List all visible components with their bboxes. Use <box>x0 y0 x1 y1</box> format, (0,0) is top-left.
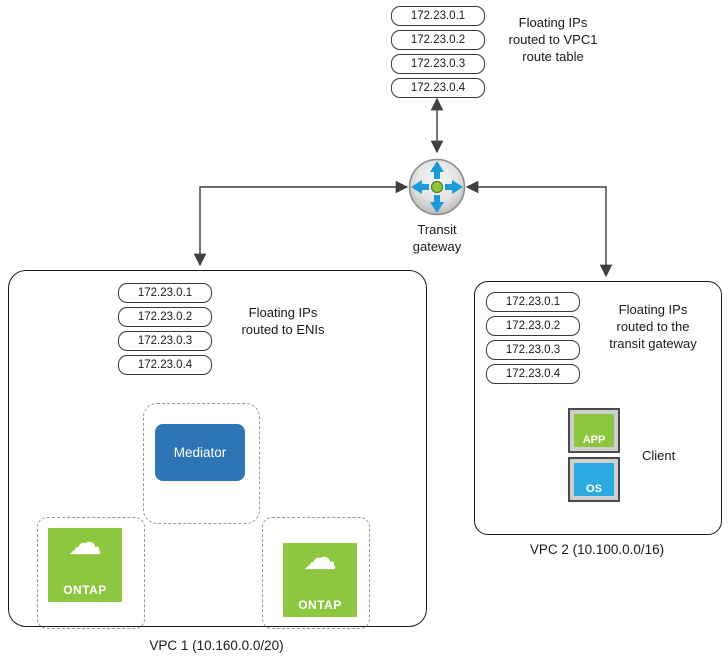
gateway-arrow-down <box>430 195 444 213</box>
os-badge: OS <box>574 463 614 496</box>
caption-vpc2-floating-ips: Floating IPs routed to the transit gatew… <box>609 302 697 352</box>
ip-pill: 172.23.0.4 <box>391 78 485 98</box>
floating-ip-list-vpc1: 172.23.0.1 172.23.0.2 172.23.0.3 172.23.… <box>118 283 212 375</box>
ip-pill: 172.23.0.3 <box>486 340 580 360</box>
floating-ip-list-vpc2: 172.23.0.1 172.23.0.2 172.23.0.3 172.23.… <box>486 292 580 384</box>
gateway-arrow-left <box>411 180 429 194</box>
gateway-arrow-right <box>445 180 463 194</box>
client-app-icon: APP <box>568 408 620 453</box>
connector-gateway-to-vpc1 <box>193 180 409 267</box>
ontap-label: ONTAP <box>298 598 342 612</box>
ontap-right-node: ☁ ONTAP <box>283 539 357 617</box>
caption-top-floating-ips: Floating IPs routed to VPC1 route table <box>508 15 598 65</box>
cloud-icon: ☁ <box>303 539 337 577</box>
gateway-crossed-arrows <box>411 161 463 213</box>
ip-pill: 172.23.0.4 <box>486 364 580 384</box>
caption-vpc1-floating-ips: Floating IPs routed to ENIs <box>241 305 325 338</box>
client-label: Client <box>642 448 676 463</box>
ontap-left-dashed-boundary <box>37 517 145 629</box>
cloud-icon: ☁ <box>68 524 102 562</box>
vpc1-title: VPC 1 (10.160.0.0/20) <box>149 638 284 653</box>
mediator-dashed-boundary <box>143 403 260 524</box>
ontap-left-node: ☁ ONTAP <box>48 524 122 602</box>
ip-pill: 172.23.0.2 <box>486 316 580 336</box>
ip-pill: 172.23.0.3 <box>118 331 212 351</box>
transit-gateway-label: Transit gateway <box>412 222 462 255</box>
client-os-icon: OS <box>568 457 620 502</box>
ip-pill: 172.23.0.2 <box>391 30 485 50</box>
gateway-arrow-up <box>430 161 444 179</box>
ip-pill: 172.23.0.3 <box>391 54 485 74</box>
ip-pill: 172.23.0.2 <box>118 307 212 327</box>
ip-pill: 172.23.0.1 <box>486 292 580 312</box>
mediator-node: Mediator <box>155 424 245 481</box>
ip-pill: 172.23.0.1 <box>118 283 212 303</box>
app-badge: APP <box>574 414 614 447</box>
ip-pill: 172.23.0.4 <box>118 355 212 375</box>
transit-gateway-icon <box>408 158 466 216</box>
ip-pill: 172.23.0.1 <box>391 6 485 26</box>
gateway-center-dot <box>430 180 444 194</box>
vpc2-title: VPC 2 (10.100.0.0/16) <box>529 542 665 557</box>
ontap-label: ONTAP <box>63 583 107 597</box>
ontap-right-dashed-boundary <box>262 517 370 629</box>
floating-ip-list-top: 172.23.0.1 172.23.0.2 172.23.0.3 172.23.… <box>391 6 485 98</box>
